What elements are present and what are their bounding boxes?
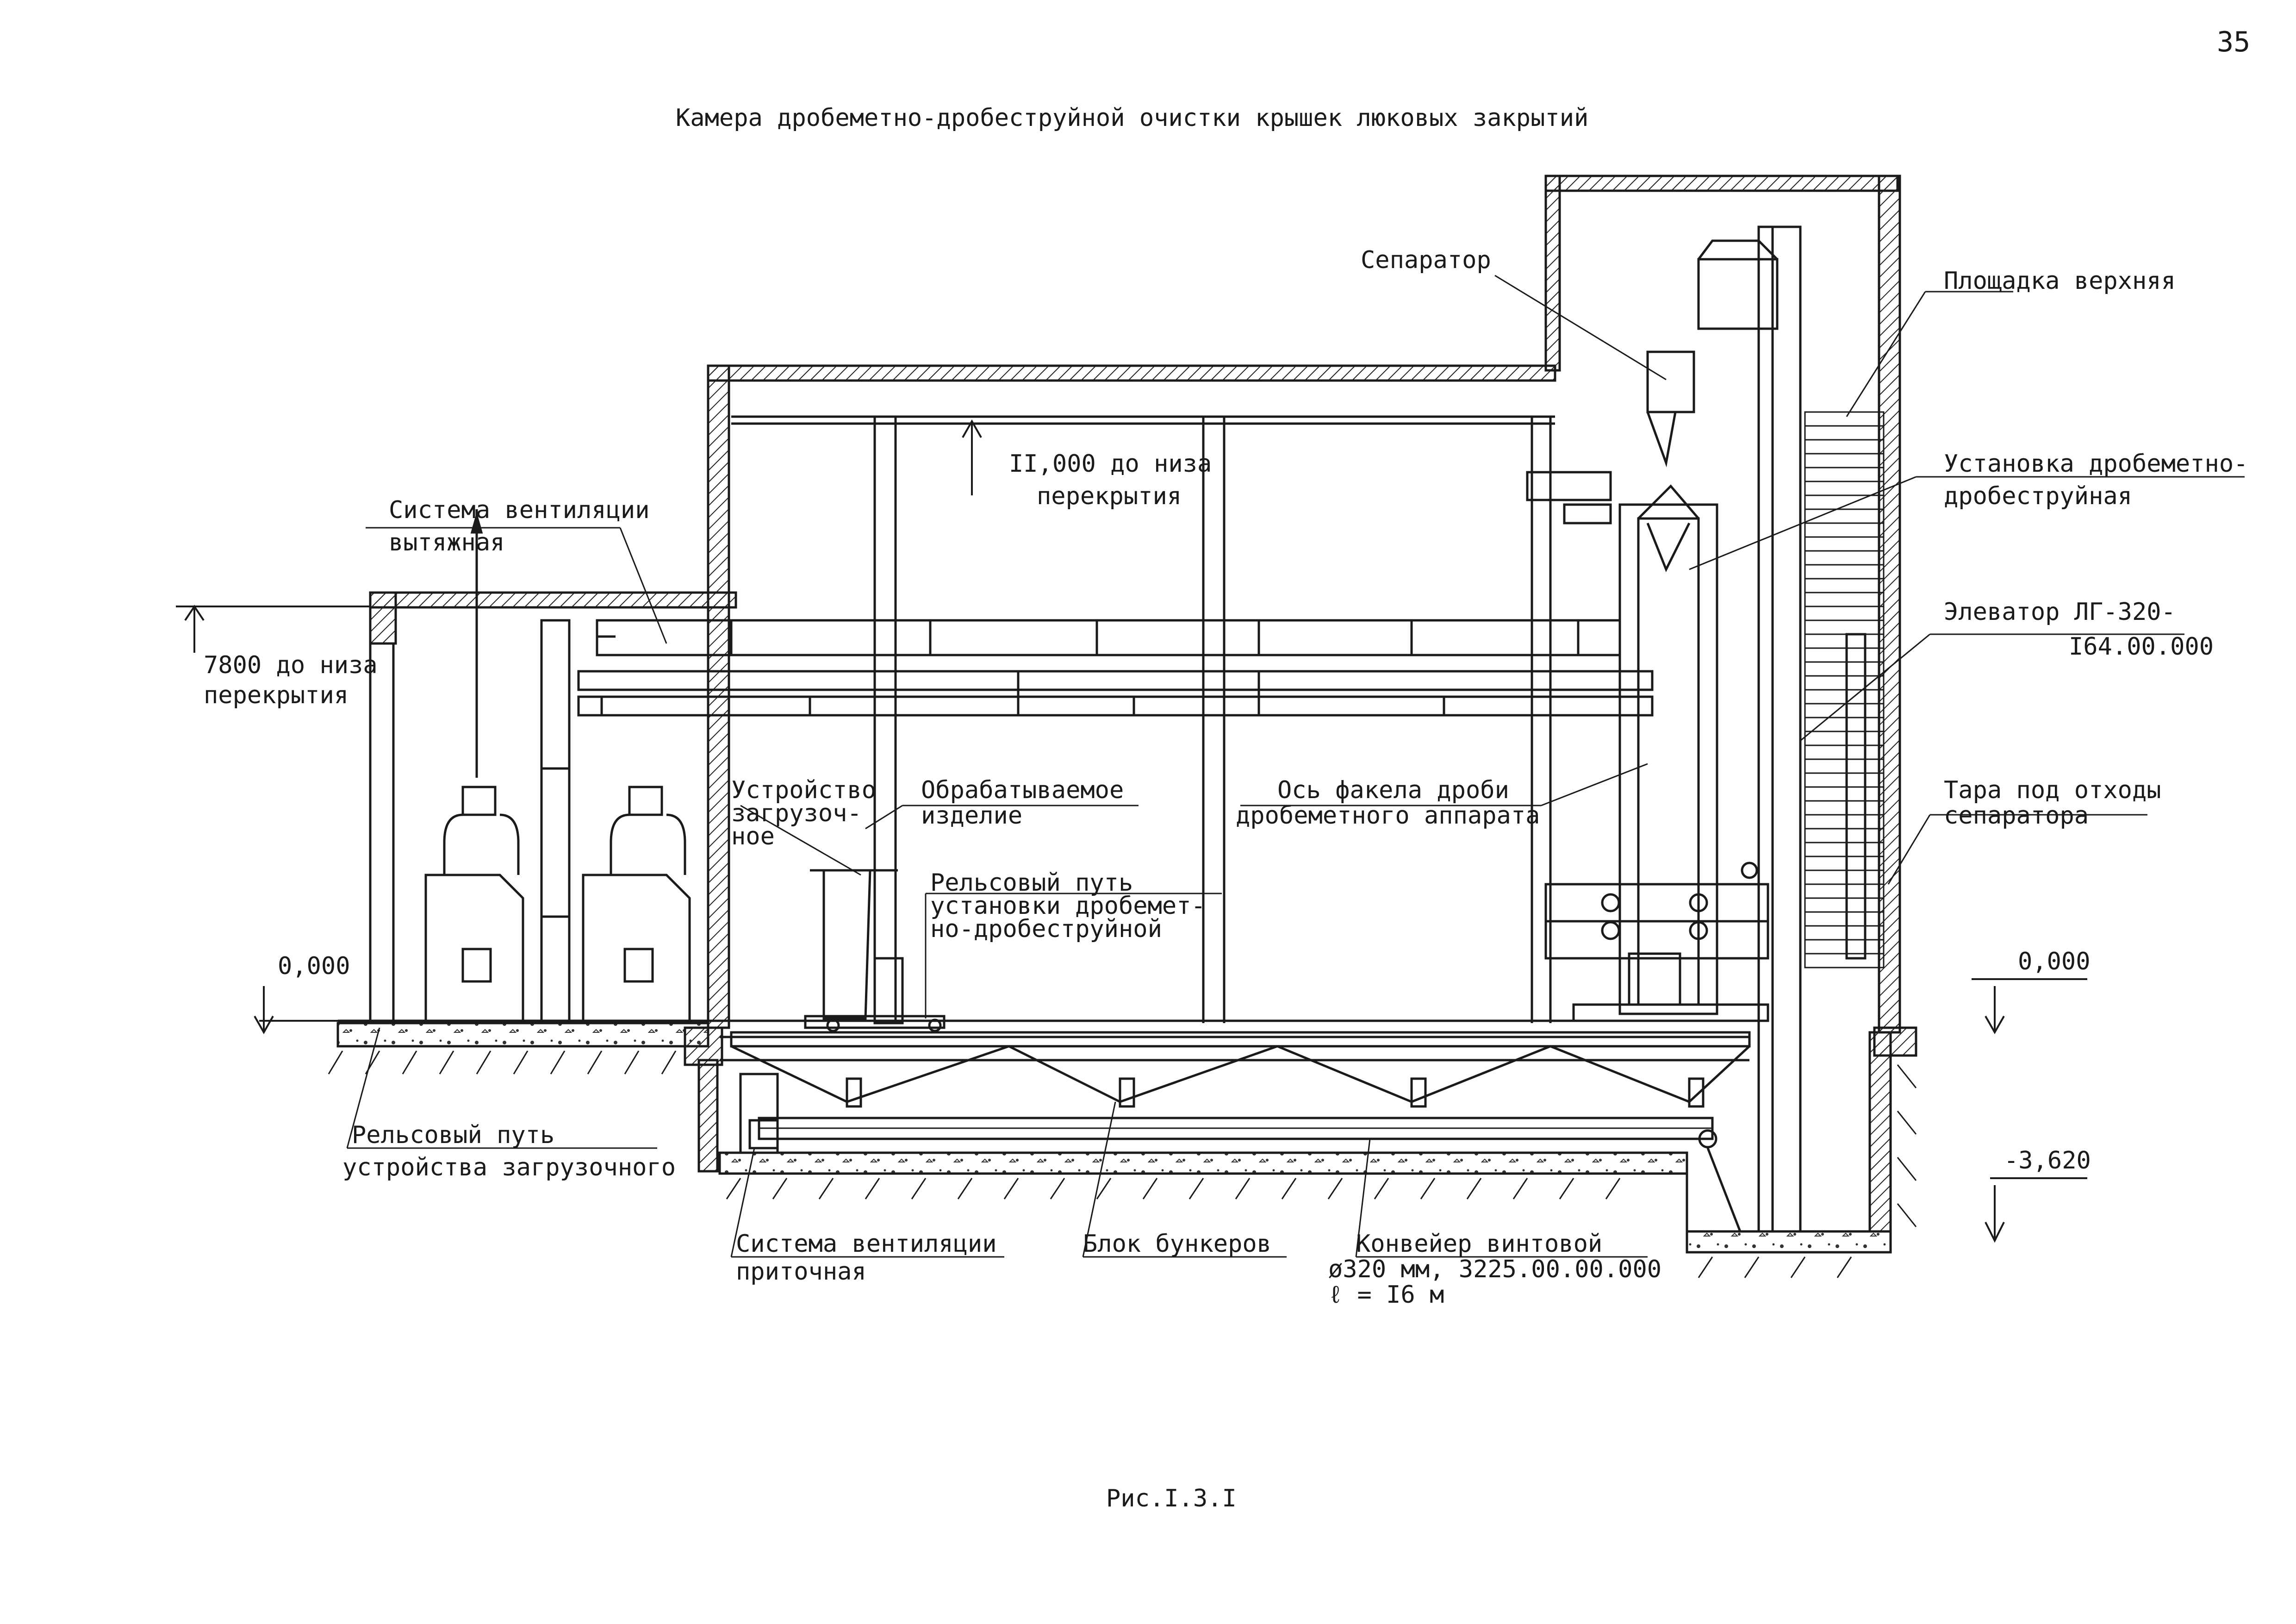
label-shot-axis-l1: Ось факела дроби xyxy=(1277,776,1509,804)
exhaust-ducts xyxy=(470,509,1654,1024)
label-workpiece-l2: изделие xyxy=(921,802,1023,830)
label-vent-supply-l1: Система вентиляции xyxy=(736,1230,997,1258)
label-shot-axis-l2: дробеметного аппарата xyxy=(1236,802,1540,830)
screw-conveyor xyxy=(739,1073,1742,1232)
label-loading-device-l1: Устройство xyxy=(731,776,877,804)
level-markers xyxy=(176,419,2087,1243)
upper-platform-stairs xyxy=(1804,411,1885,968)
label-height-11000-l1: II,000 до низа xyxy=(1009,450,1212,478)
figure-caption: Рис.I.3.I xyxy=(1106,1485,1237,1512)
label-conveyor-l2: ø320 мм, 3225.00.00.000 xyxy=(1328,1255,1662,1283)
label-vent-exhaust-l2: вытяжная xyxy=(389,529,505,556)
leader-lines xyxy=(346,275,2245,1258)
shot-blasting-installation xyxy=(1526,239,1779,1022)
label-tara-l2: сепаратора xyxy=(1944,802,2089,830)
ground-and-foundation xyxy=(328,1019,1917,1278)
label-elevator-l1: Элеватор ЛГ-320- xyxy=(1944,598,2176,626)
label-platform-top: Площадка верхняя xyxy=(1944,267,2176,295)
building-annex-left xyxy=(369,591,737,1023)
label-elevator-l2: I64.00.000 xyxy=(2069,633,2214,661)
bunker-block xyxy=(730,1031,1751,1108)
page-number: 35 xyxy=(2217,26,2251,58)
label-height-11000-l2: перекрытия xyxy=(1037,482,1182,510)
label-tara-l1: Тара под отходы xyxy=(1944,776,2161,804)
label-rail-loading-l2: устройства загрузочного xyxy=(342,1154,676,1181)
label-rail-install-l2: установки дробемет- xyxy=(930,892,1206,920)
label-loading-device-l3: ное xyxy=(731,823,775,850)
ventilation-units xyxy=(424,786,691,1024)
label-height-7800-l2: перекрытия xyxy=(204,681,349,709)
label-workpiece-l1: Обрабатываемое xyxy=(921,776,1124,804)
label-rail-install-l3: но-дробеструйной xyxy=(930,915,1162,943)
label-level-zero-right: 0,000 xyxy=(2018,948,2091,975)
label-bunker-block: Блок бункеров xyxy=(1083,1230,1271,1258)
label-rail-loading-l1: Рельсовый путь xyxy=(352,1121,555,1149)
drawing-title: Камера дробеметно-дробеструйной очистки … xyxy=(676,104,1589,132)
elevator-column xyxy=(1757,225,1802,1233)
label-vent-supply-l2: приточная xyxy=(736,1258,866,1286)
label-level-zero-left: 0,000 xyxy=(278,952,350,980)
label-installation-l2: дробеструйная xyxy=(1944,482,2132,510)
label-conveyor-l1: Конвейер винтовой xyxy=(1356,1230,1603,1258)
label-vent-exhaust-l1: Система вентиляции xyxy=(389,496,650,524)
label-installation-l1: Установка дробеметно- xyxy=(1944,450,2248,478)
label-separator: Сепаратор xyxy=(1361,246,1491,274)
label-loading-device-l2: загрузоч- xyxy=(731,800,862,827)
label-height-7800-l1: 7800 до низа xyxy=(204,651,378,679)
label-rail-install-l1: Рельсовый путь xyxy=(930,869,1133,897)
label-level-minus: -3,620 xyxy=(2004,1147,2091,1174)
label-conveyor-l3: ℓ = I6 м xyxy=(1328,1281,1444,1309)
